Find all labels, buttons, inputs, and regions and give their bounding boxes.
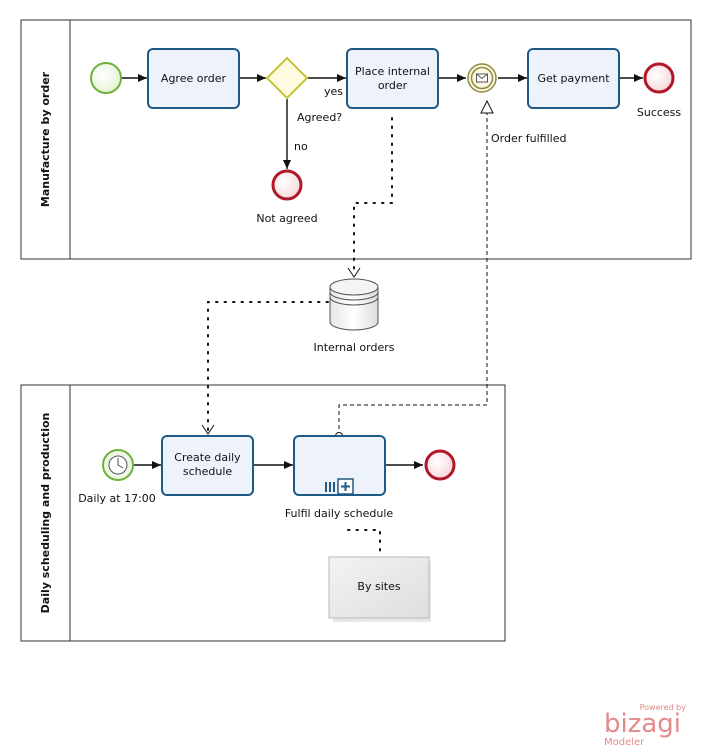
brand-text: bizagi — [604, 709, 681, 739]
task-label-line1: Place internal — [355, 65, 430, 78]
annotation-association[interactable] — [347, 529, 381, 558]
bizagi-logo: Powered by bizagi Modeler — [604, 703, 686, 748]
task-label-line2: schedule — [183, 465, 233, 478]
subprocess-label: Fulfil daily schedule — [285, 507, 394, 520]
text-annotation[interactable]: By sites — [328, 556, 431, 622]
timer-label: Daily at 17:00 — [78, 492, 156, 505]
event-label: Order fulfilled — [491, 132, 566, 145]
expand-subprocess-icon[interactable] — [337, 478, 354, 495]
clock-icon — [108, 455, 128, 475]
flow-label-yes: yes — [324, 85, 343, 98]
data-association-arrowhead — [201, 424, 215, 435]
end-event-label: Success — [637, 106, 682, 119]
end-event-label: Not agreed — [256, 212, 317, 225]
end-event[interactable] — [424, 449, 456, 481]
task-agree-order[interactable]: Agree order — [147, 48, 240, 109]
end-event-not-agreed[interactable] — [271, 169, 303, 201]
data-association-from-store[interactable] — [207, 301, 329, 431]
start-event[interactable] — [90, 62, 122, 94]
pool-title: Manufacture by order — [39, 71, 52, 207]
message-flow[interactable] — [338, 101, 487, 436]
subprocess-fulfil-daily-schedule[interactable] — [293, 435, 386, 496]
data-association-to-store[interactable] — [353, 117, 393, 274]
end-event-success[interactable] — [643, 62, 675, 94]
annotation-text: By sites — [357, 580, 400, 593]
task-get-payment[interactable]: Get payment — [527, 48, 620, 109]
message-catch-event[interactable] — [467, 63, 497, 93]
task-label: Get payment — [537, 72, 610, 85]
timer-start-event[interactable] — [102, 449, 134, 481]
flow-label-no: no — [294, 140, 308, 153]
exclusive-gateway[interactable] — [265, 56, 309, 100]
product-text: Modeler — [604, 737, 645, 748]
pool-title: Daily scheduling and production — [39, 413, 52, 614]
pool-daily-scheduling[interactable]: Daily scheduling and production — [20, 384, 506, 642]
data-association-arrowhead — [347, 267, 361, 278]
task-create-daily-schedule[interactable]: Create daily schedule — [161, 435, 254, 496]
task-place-internal-order[interactable]: Place internal order — [346, 48, 439, 109]
task-label-line2: order — [378, 79, 408, 92]
task-label: Agree order — [161, 72, 227, 85]
multi-instance-icon — [325, 482, 335, 492]
envelope-icon — [476, 73, 488, 83]
task-label-line1: Create daily — [174, 451, 241, 464]
data-store-internal-orders[interactable] — [329, 278, 379, 331]
gateway-label: Agreed? — [297, 111, 342, 124]
powered-by-text: Powered by — [640, 703, 687, 712]
data-store-label: Internal orders — [314, 341, 395, 354]
